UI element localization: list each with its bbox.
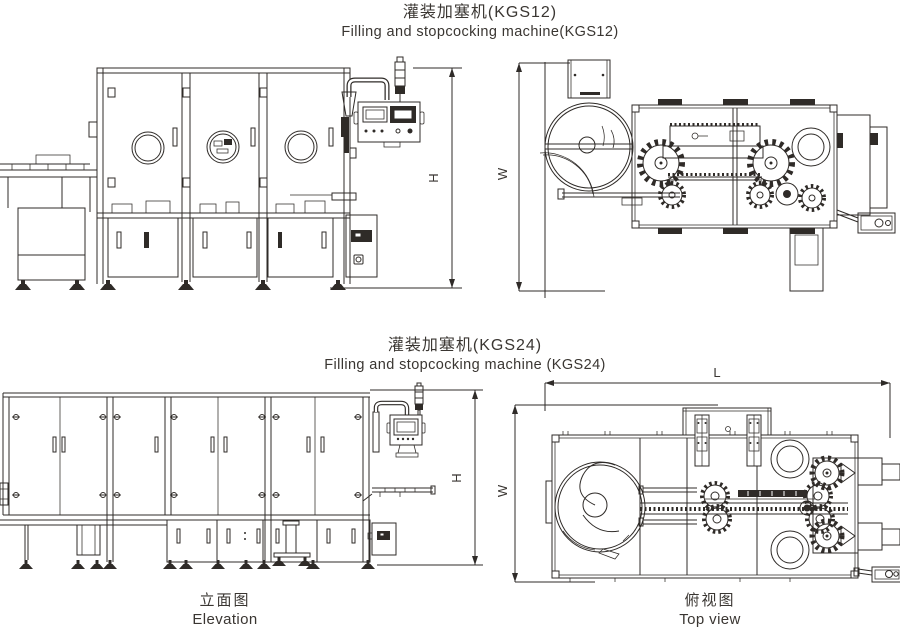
kgs24-turntable	[555, 462, 645, 559]
kgs24-dim-label-h: H	[449, 473, 464, 482]
kgs24-width-dimension: W	[495, 405, 718, 582]
kgs24-height-dimension: H	[370, 390, 483, 565]
kgs12-worktable-band	[97, 193, 356, 218]
kgs12-infeed-conveyor	[0, 155, 97, 290]
kgs24-roller-banks	[695, 415, 761, 466]
kgs12-electrical-box	[346, 215, 377, 277]
kgs12-filling-mechanism	[640, 125, 830, 211]
kgs12-top-view-drawing: W	[495, 48, 900, 304]
kgs12-stack-light	[395, 57, 405, 102]
kgs24-elevation-drawing: H	[0, 383, 492, 569]
kgs12-base-cabinets	[100, 213, 346, 290]
kgs12-height-dimension: H	[330, 68, 462, 288]
kgs12-machine-frame	[632, 99, 837, 234]
kgs12-title: 灌装加塞机(KGS12) Filling and stopcocking mac…	[180, 3, 780, 41]
kgs24-title-zh: 灌装加塞机(KGS24)	[387, 337, 543, 354]
kgs24-dim-label-l: L	[713, 365, 720, 380]
kgs24-jack-stand	[272, 521, 312, 566]
kgs12-width-dimension: W	[495, 63, 605, 291]
elevation-caption-en: Elevation	[192, 611, 258, 628]
kgs12-turntable	[540, 60, 680, 205]
kgs24-dim-label-w: W	[495, 484, 510, 497]
kgs24-title-en: Filling and stopcocking machine (KGS24)	[324, 357, 606, 373]
kgs24-chain-conveyor	[640, 490, 848, 514]
kgs24-length-dimension: L	[545, 365, 890, 438]
kgs24-base	[0, 520, 375, 569]
kgs12-star-wheel-left	[640, 142, 682, 184]
kgs12-porthole-windows	[132, 131, 317, 164]
elevation-caption: 立面图 Elevation	[75, 591, 375, 629]
kgs24-electrical-box	[368, 523, 396, 555]
kgs24-bowl-top	[771, 440, 809, 478]
kgs24-capper-gears	[812, 458, 858, 553]
kgs12-dim-label-w: W	[495, 167, 510, 180]
kgs12-hmi-screen-left	[363, 107, 387, 122]
kgs12-control-panel	[341, 57, 424, 147]
kgs12-elevation-drawing: H	[0, 52, 470, 290]
kgs24-side-shelf	[363, 486, 435, 501]
kgs12-title-en: Filling and stopcocking machine(KGS12)	[341, 24, 619, 40]
kgs12-outfeed	[790, 115, 895, 291]
kgs12-title-zh: 灌装加塞机(KGS12)	[402, 4, 558, 21]
kgs12-dim-label-h: H	[426, 173, 441, 182]
kgs24-title: 灌装加塞机(KGS24) Filling and stopcocking mac…	[165, 336, 765, 374]
kgs12-star-wheel-right	[750, 142, 792, 184]
kgs12-small-gears	[660, 183, 824, 210]
kgs24-stack-light	[415, 383, 423, 415]
kgs24-feed-rails	[639, 486, 697, 526]
top-view-caption: 俯视图 Top view	[560, 591, 860, 629]
kgs24-top-view-drawing: L W	[495, 365, 900, 595]
kgs24-outfeed	[854, 458, 900, 582]
kgs24-control-panel	[363, 383, 435, 555]
kgs24-cabinet	[0, 393, 370, 562]
top-view-caption-en: Top view	[679, 611, 741, 628]
top-view-caption-zh: 俯视图	[684, 592, 736, 609]
kgs12-cabinet	[89, 68, 356, 284]
kgs12-stopper-bowl	[792, 128, 830, 166]
elevation-caption-zh: 立面图	[199, 592, 251, 609]
kgs24-bowl-bottom	[771, 531, 809, 569]
kgs12-door-hinges	[108, 88, 267, 187]
